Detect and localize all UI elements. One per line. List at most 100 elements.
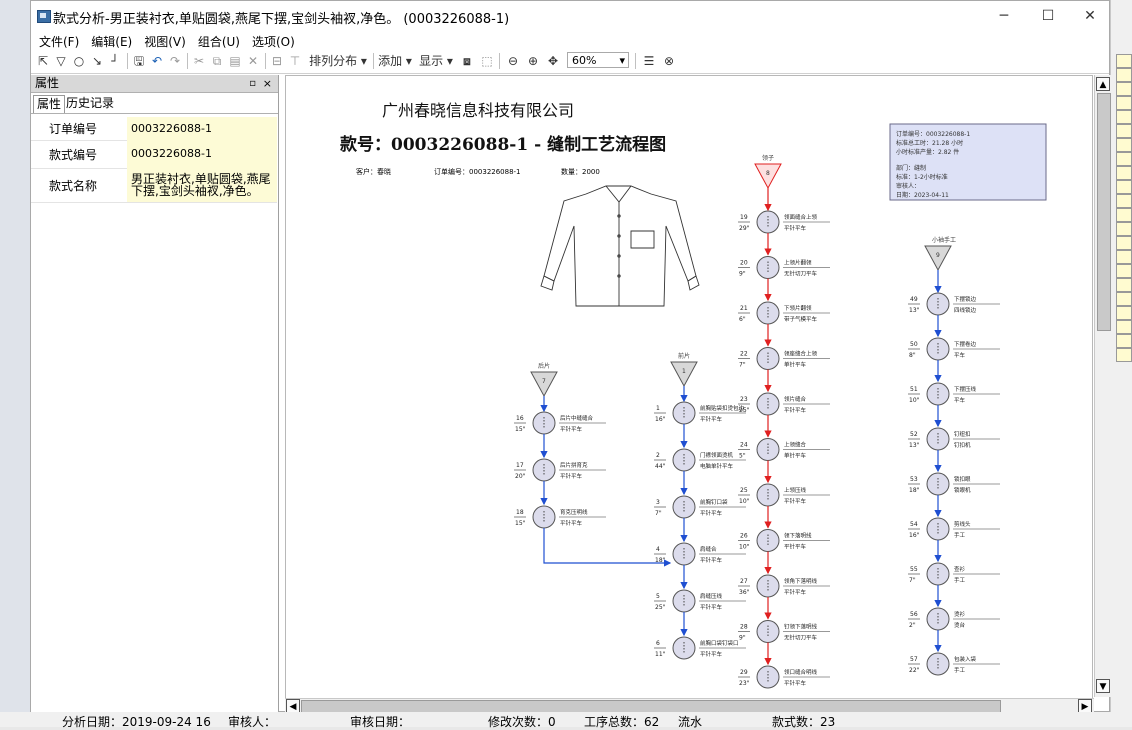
pin-icon[interactable]: ▫ — [249, 78, 256, 89]
scroll-down-icon[interactable]: ▼ — [1096, 679, 1110, 693]
tab-history[interactable]: 历史记录 — [66, 96, 115, 110]
step-machine: 平针平车 — [700, 650, 723, 658]
maximize-button[interactable]: ☐ — [1041, 8, 1055, 24]
minimize-button[interactable]: ─ — [999, 8, 1009, 24]
prop-value[interactable]: 0003226088-1 — [127, 117, 277, 140]
merge-arrow — [543, 528, 672, 567]
arrow-tool-icon[interactable]: ↘ — [91, 54, 103, 68]
align-top-icon[interactable]: ⊤ — [289, 54, 301, 68]
step-time: 25" — [739, 407, 750, 414]
zoom-out-icon[interactable]: ⊖ — [507, 54, 519, 68]
undo-icon[interactable]: ↶ — [151, 54, 163, 68]
vertical-scrollbar[interactable]: ▲ ▼ — [1094, 75, 1111, 697]
paste-icon[interactable]: ▤ — [229, 54, 241, 68]
prop-value[interactable]: 0003226088-1 — [127, 140, 277, 168]
delete-icon[interactable]: ✕ — [247, 54, 259, 68]
menu-edit[interactable]: 编辑(E) — [91, 35, 133, 49]
prop-value[interactable]: 男正装衬衣,单贴圆袋,燕尾下摆,宝剑头袖衩,净色。 — [127, 168, 277, 202]
scroll-thumb[interactable] — [1097, 93, 1111, 331]
panel-close-icon[interactable]: × — [262, 77, 272, 90]
background-strip-item — [1116, 152, 1132, 166]
scroll-right-icon[interactable]: ▶ — [1078, 699, 1092, 713]
layout-icon[interactable]: ⧈ — [463, 54, 471, 68]
menu-options[interactable]: 选项(O) — [251, 35, 295, 49]
close-button[interactable]: ✕ — [1084, 8, 1096, 24]
select-area-icon[interactable]: ⬚ — [481, 54, 493, 68]
info-box: 订单编号：0003226088-1 标准总工时：21.28 小时 小时标准产量：… — [889, 123, 1047, 201]
cut-icon[interactable]: ✂ — [193, 54, 205, 68]
display-dropdown[interactable]: 显示 ▾ — [419, 54, 453, 68]
step-number: 26 — [740, 533, 748, 540]
arrange-dropdown[interactable]: 排列分布 ▾ — [309, 54, 367, 68]
zoom-in-icon[interactable]: ⊕ — [527, 54, 539, 68]
circle-tool-icon[interactable]: ○ — [73, 54, 85, 68]
close-circle-icon[interactable]: ⊗ — [663, 54, 675, 68]
step-time: 2" — [909, 622, 916, 629]
flowchart-canvas[interactable]: 广州春晓信息科技有限公司 款号：0003226088-1 - 缝制工艺流程图 客… — [285, 75, 1093, 699]
menu-group[interactable]: 组合(U) — [197, 35, 240, 49]
pan-icon[interactable]: ✥ — [547, 54, 559, 68]
step-name: 下摆压线 — [954, 385, 977, 393]
tab-properties[interactable]: 属性 — [33, 95, 66, 113]
redo-icon[interactable]: ↷ — [169, 54, 181, 68]
save-icon[interactable]: 🖫 — [133, 54, 145, 68]
scroll-up-icon[interactable]: ▲ — [1096, 77, 1110, 91]
step-time: 15" — [515, 520, 526, 527]
align-left-icon[interactable]: ⊟ — [271, 54, 283, 68]
info-line: 部门：缝制 — [896, 164, 926, 172]
background-strip-item — [1116, 194, 1132, 208]
start-triangle[interactable] — [924, 245, 952, 272]
add-dropdown[interactable]: 添加 ▾ — [378, 54, 412, 68]
menu-file[interactable]: 文件(F) — [39, 35, 80, 49]
start-triangle[interactable] — [754, 163, 782, 190]
step-number: 55 — [910, 566, 918, 573]
start-triangle[interactable] — [530, 371, 558, 398]
step-time: 10" — [909, 397, 920, 404]
menu-view[interactable]: 视图(V) — [144, 35, 186, 49]
panel-tabs: 属性 历史记录 — [31, 93, 278, 114]
step-machine: 平针平车 — [700, 603, 723, 611]
triangle-tool-icon[interactable]: ▽ — [56, 54, 66, 68]
connector-tool-icon[interactable]: ┘ — [111, 54, 119, 68]
list-icon[interactable]: ☰ — [643, 54, 655, 68]
step-number: 16 — [516, 415, 524, 422]
pointer-icon[interactable]: ⇱ — [37, 54, 49, 68]
start-triangle[interactable] — [670, 361, 698, 388]
step-name: 门襟领面烫机 — [700, 451, 734, 459]
flow-column-col3: 领子81929"领面缝合上领平针平车209"上领片翻领无针切刀平车216"下领片… — [738, 154, 830, 689]
zoom-select[interactable]: 60%▾ — [567, 52, 629, 68]
step-name: 领下落明线 — [784, 532, 812, 540]
scroll-left-icon[interactable]: ◀ — [286, 699, 300, 713]
copy-icon[interactable]: ⧉ — [212, 54, 222, 68]
horizontal-scrollbar[interactable]: ◀ ▶ — [285, 698, 1094, 713]
